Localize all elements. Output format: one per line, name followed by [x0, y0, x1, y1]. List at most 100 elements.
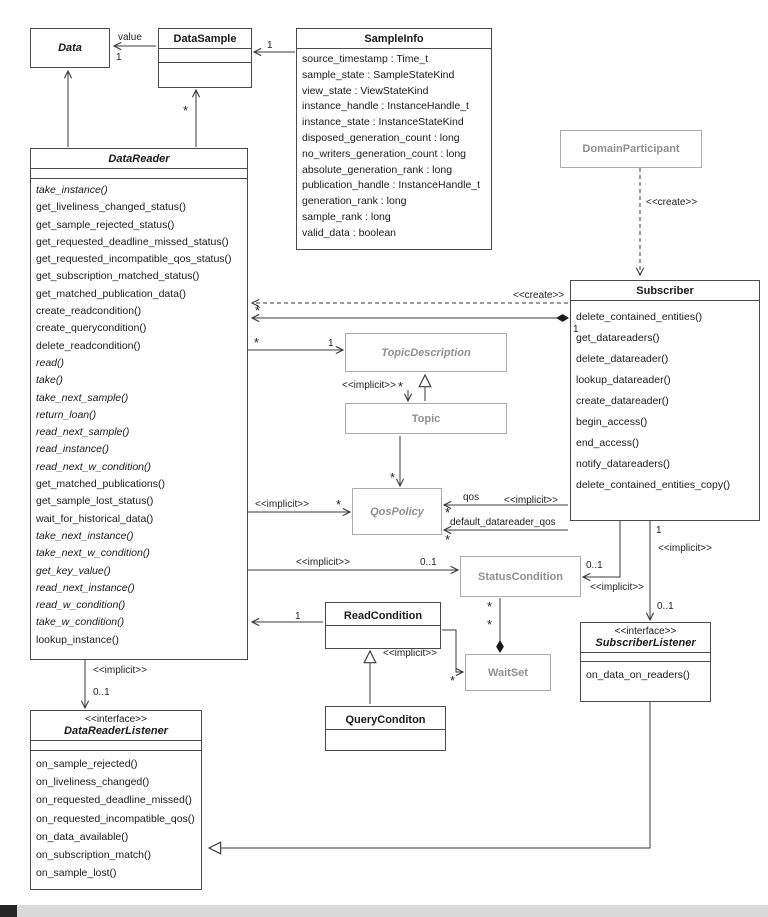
class-topicdescription: TopicDescription [345, 333, 507, 372]
class-domainparticipant-title: DomainParticipant [582, 143, 680, 155]
method-item: begin_access() [576, 416, 648, 428]
edge-subscriberlistener-generalization-datareaderlistener [209, 702, 651, 848]
label-stereotype-create: <<create>> [513, 290, 565, 301]
attribute-item: absolute_generation_rank : long [302, 163, 453, 176]
method-item: take_next_sample() [36, 391, 129, 404]
method-item: on_sample_lost() [36, 867, 117, 880]
edge-readcondition-waitset [442, 629, 463, 672]
empty-compartment [159, 63, 251, 76]
method-item: delete_contained_entities() [576, 311, 703, 323]
label-stereotype-implicit: <<implicit>> [504, 495, 558, 506]
label-stereotype-implicit: <<implicit>> [296, 557, 350, 568]
method-item: on_data_on_readers() [586, 669, 690, 681]
empty-compartment [326, 730, 445, 742]
method-item: read() [36, 356, 65, 369]
attribute-item: valid_data : boolean [302, 226, 396, 239]
edge-subscriber-statuscondition [583, 521, 621, 577]
empty-compartment [31, 741, 201, 751]
method-item: create_datareader() [576, 395, 669, 407]
method-item: get_datareaders() [576, 332, 660, 344]
class-readcondition: ReadCondition [325, 602, 441, 649]
label-multiplicity-zero-one: 0..1 [586, 560, 603, 571]
method-item: read_instance() [36, 443, 109, 456]
interface-stereotype: <<interface>> [85, 714, 147, 725]
scrollbar-corner-block[interactable] [0, 905, 17, 917]
method-item: lookup_instance() [36, 633, 119, 646]
empty-compartment [159, 49, 251, 63]
method-item: get_key_value() [36, 564, 111, 577]
method-item: get_matched_publications() [36, 478, 165, 491]
label-multiplicity-star: * [336, 497, 342, 512]
method-item: take() [36, 374, 63, 387]
class-subscriberlistener: <<interface>> SubscriberListener on_data… [580, 622, 711, 702]
class-datasample: DataSample [158, 28, 252, 88]
datareader-methods: take_instance()get_liveliness_changed_st… [31, 179, 247, 652]
class-datareader: DataReader take_instance()get_liveliness… [30, 148, 248, 660]
method-item: get_requested_deadline_missed_status() [36, 235, 229, 248]
attribute-item: no_writers_generation_count : long [302, 147, 467, 160]
attribute-item: view_state : ViewStateKind [302, 84, 429, 97]
empty-compartment [31, 169, 247, 179]
label-stereotype-implicit: <<implicit>> [383, 648, 437, 659]
class-data: Data [30, 28, 110, 68]
empty-compartment [326, 626, 440, 640]
label-multiplicity-one: 1 [116, 52, 122, 63]
method-item: end_access() [576, 437, 640, 449]
label-stereotype-implicit: <<implicit>> [658, 543, 712, 554]
class-datareaderlistener-header: <<interface>> DataReaderListener [31, 711, 201, 741]
label-multiplicity-zero-one: 0..1 [657, 601, 674, 612]
class-subscriberlistener-header: <<interface>> SubscriberListener [581, 623, 710, 653]
class-qospolicy-title: QosPolicy [370, 505, 424, 518]
label-multiplicity-one: 1 [656, 525, 662, 536]
label-stereotype-implicit: <<implicit>> [255, 499, 309, 510]
class-waitset: WaitSet [465, 654, 551, 691]
label-multiplicity-star: * [450, 673, 456, 688]
method-item: read_next_sample() [36, 426, 130, 439]
attribute-item: publication_handle : InstanceHandle_t [302, 179, 481, 192]
class-topicdescription-title: TopicDescription [381, 346, 471, 359]
class-domainparticipant: DomainParticipant [560, 130, 702, 168]
label-stereotype-create: <<create>> [646, 197, 698, 208]
class-datasample-title: DataSample [159, 29, 251, 49]
method-item: read_next_w_condition() [36, 460, 151, 473]
sampleinfo-attributes: source_timestamp : Time_t sample_state : … [297, 49, 491, 245]
datareaderlistener-methods: on_sample_rejected()on_liveliness_change… [31, 751, 201, 885]
attribute-item: sample_state : SampleStateKind [302, 68, 455, 81]
method-item: get_sample_rejected_status() [36, 218, 175, 231]
label-multiplicity-one: 1 [295, 611, 301, 622]
method-item: on_requested_incompatible_qos() [36, 812, 195, 825]
method-item: on_sample_rejected() [36, 758, 138, 770]
method-item: create_querycondition() [36, 322, 147, 335]
label-multiplicity-star: * [398, 379, 404, 394]
method-item: read_next_instance() [36, 581, 135, 594]
class-topic: Topic [345, 403, 507, 434]
label-multiplicity-one: 1 [328, 338, 334, 349]
label-multiplicity-star: * [255, 303, 261, 318]
subscriberlistener-methods: on_data_on_readers() [581, 662, 710, 686]
class-datareaderlistener: <<interface>> DataReaderListener on_samp… [30, 710, 202, 890]
method-item: get_matched_publication_data() [36, 287, 187, 300]
empty-compartment [581, 653, 710, 662]
attribute-item: source_timestamp : Time_t [302, 53, 429, 65]
horizontal-scrollbar[interactable] [0, 905, 768, 917]
label-multiplicity-star: * [487, 617, 493, 632]
label-multiplicity-star: * [183, 103, 189, 118]
method-item: create_readcondition() [36, 305, 142, 318]
method-item: notify_datareaders() [576, 458, 670, 470]
label-role-qos: qos [463, 492, 480, 503]
label-role-value: value [118, 32, 142, 43]
class-qospolicy: QosPolicy [352, 488, 442, 535]
label-role-default-datareader-qos: default_datareader_qos [450, 517, 556, 528]
attribute-item: sample_rank : long [302, 210, 391, 223]
method-item: lookup_datareader() [576, 374, 671, 386]
label-multiplicity-zero-one: 0..1 [420, 557, 437, 568]
attribute-item: generation_rank : long [302, 195, 407, 208]
label-multiplicity-star: * [445, 505, 451, 520]
method-item: return_loan() [36, 408, 97, 421]
label-multiplicity-star: * [487, 599, 493, 614]
method-item: take_next_w_condition() [36, 547, 150, 560]
label-multiplicity-star: * [390, 470, 396, 485]
method-item: take_instance() [36, 184, 108, 196]
